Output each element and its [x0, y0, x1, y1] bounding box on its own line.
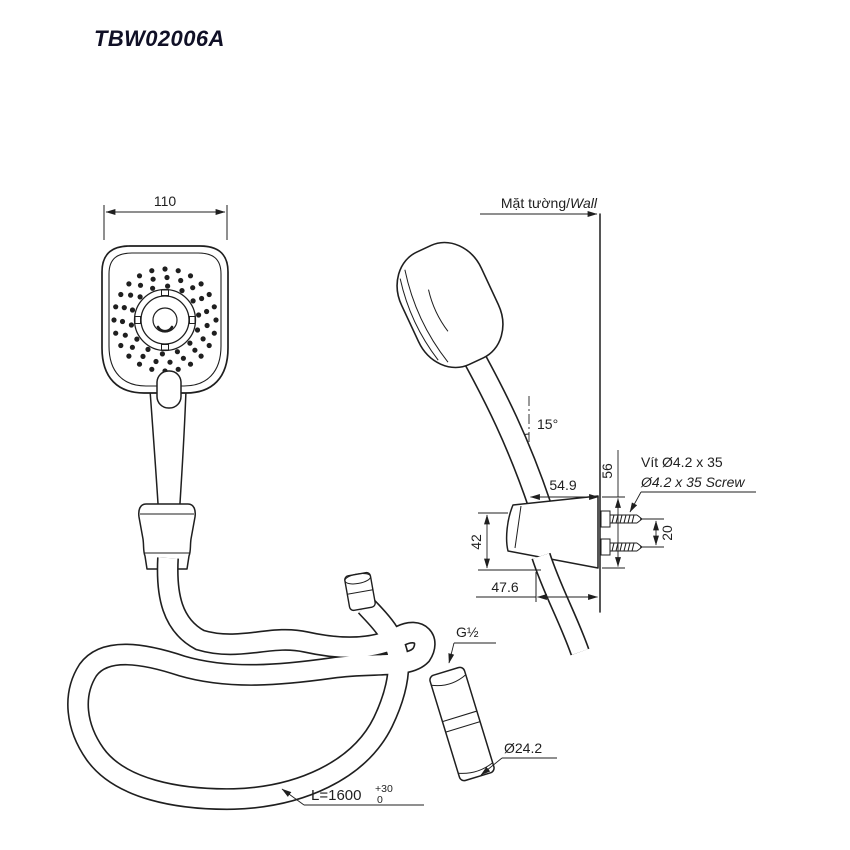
dim-20-label: 20 — [659, 525, 675, 541]
hose-side — [533, 553, 588, 655]
mounting-screw-lower — [600, 538, 643, 556]
hose-length-tol-lower: 0 — [377, 794, 383, 806]
dim-47-6: 47.6 — [476, 572, 598, 602]
dim-width-110: 110 — [103, 193, 228, 240]
dim-47-6-label: 47.6 — [491, 579, 518, 595]
wall: Mặt tường/Wall — [480, 195, 601, 613]
diameter-label: Ø24.2 — [504, 740, 542, 756]
thread-callout: G½ — [448, 624, 496, 664]
dim-54-9-label: 54.9 — [549, 477, 576, 493]
mounting-screw-upper — [600, 510, 643, 528]
mode-button — [156, 370, 182, 409]
wall-bracket-side — [505, 495, 599, 569]
hose-length-label: L=1600 — [311, 787, 361, 804]
connector-detail: G½ Ø24.2 — [429, 624, 557, 782]
dim-56: 56 — [599, 450, 625, 569]
hose-length-callout: L=1600 +30 0 — [281, 783, 424, 806]
shower-head-side — [396, 241, 504, 369]
dim-width-110-label: 110 — [154, 193, 177, 209]
screw-callout: Vít Ø4.2 x 35 Ø4.2 x 35 Screw — [629, 454, 756, 513]
angle-label: 15° — [537, 416, 558, 432]
screw-threads — [611, 514, 635, 524]
screw-threads — [611, 542, 635, 552]
screw-label-en: Ø4.2 x 35 Screw — [640, 474, 745, 490]
dim-56-label: 56 — [599, 463, 615, 479]
screw-label-vi: Vít Ø4.2 x 35 — [641, 454, 723, 470]
hose-connector-body — [429, 666, 495, 782]
front-view: 110 — [67, 193, 436, 811]
thread-label: G½ — [456, 624, 479, 640]
spray-center-rings — [133, 288, 197, 352]
dim-42-label: 42 — [468, 534, 484, 550]
shower-head-front — [101, 245, 229, 409]
side-view: Mặt tường/Wall 15° — [396, 195, 756, 656]
hose-length-tol-upper: +30 — [375, 783, 393, 795]
dim-54-9: 54.9 — [530, 477, 599, 500]
dim-42: 42 — [468, 512, 541, 571]
wall-bracket-front — [138, 503, 196, 570]
diameter-callout: Ø24.2 — [480, 740, 557, 776]
spray-nozzle-dots — [111, 266, 219, 374]
dim-20: 20 — [640, 518, 675, 548]
shower-handle-side — [462, 349, 550, 510]
flexible-hose — [67, 557, 436, 811]
product-code-title: TBW02006A — [94, 26, 225, 51]
wall-label: Mặt tường/Wall — [501, 195, 598, 211]
hose-end-connector-front — [344, 571, 376, 612]
